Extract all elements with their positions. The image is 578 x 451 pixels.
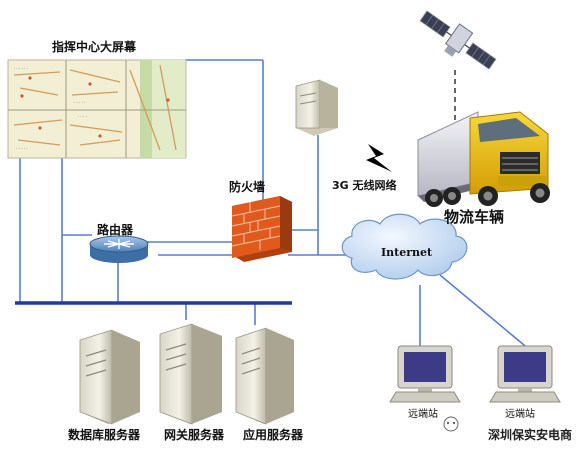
- wireless-label: 3G 无线网络: [332, 179, 397, 192]
- app-server-icon: [235, 327, 294, 425]
- connection-lines: [19, 59, 531, 355]
- truck-icon: [417, 111, 550, 207]
- database-server-icon: [79, 329, 140, 425]
- gateway-server-label: 网关服务器: [164, 428, 225, 442]
- wireless-signal-icon: [366, 144, 392, 172]
- remote-station-2-label: 远端站: [505, 409, 535, 420]
- big-screen-map: · · · · · · · · · · · · · · · · · · · ·: [7, 59, 187, 159]
- internet-label: Internet: [381, 246, 433, 259]
- remote-station-1-icon: [389, 345, 461, 403]
- wechat-icon: [443, 416, 459, 432]
- satellite-icon: [419, 10, 497, 70]
- db-server-label: 数据库服务器: [68, 428, 141, 442]
- remote-station-2-icon: [489, 345, 561, 403]
- svg-text:· · · · · ·: · · · · · ·: [14, 66, 28, 71]
- app-server-label: 应用服务器: [243, 428, 304, 442]
- screen-title: 指挥中心大屏幕: [52, 40, 137, 54]
- wireless-server: [295, 79, 338, 136]
- watermark-text: 深圳保实安电商: [487, 428, 572, 442]
- truck-label: 物流车辆: [444, 208, 505, 226]
- watermark: 深圳保实安电商: [488, 426, 572, 443]
- router: [89, 235, 149, 263]
- remote-station-1-label: 远端站: [408, 409, 438, 420]
- router-label: 路由器: [97, 223, 134, 237]
- internet-cloud: [341, 213, 468, 280]
- firewall-icon: [231, 196, 292, 262]
- svg-text:· · · · ·: · · · · ·: [74, 100, 85, 105]
- firewall-label: 防火墙: [229, 180, 266, 194]
- svg-text:· · · · ·: · · · · ·: [16, 146, 27, 151]
- svg-text:· · · ·: · · · ·: [78, 114, 87, 119]
- gateway-server-icon: [159, 323, 222, 425]
